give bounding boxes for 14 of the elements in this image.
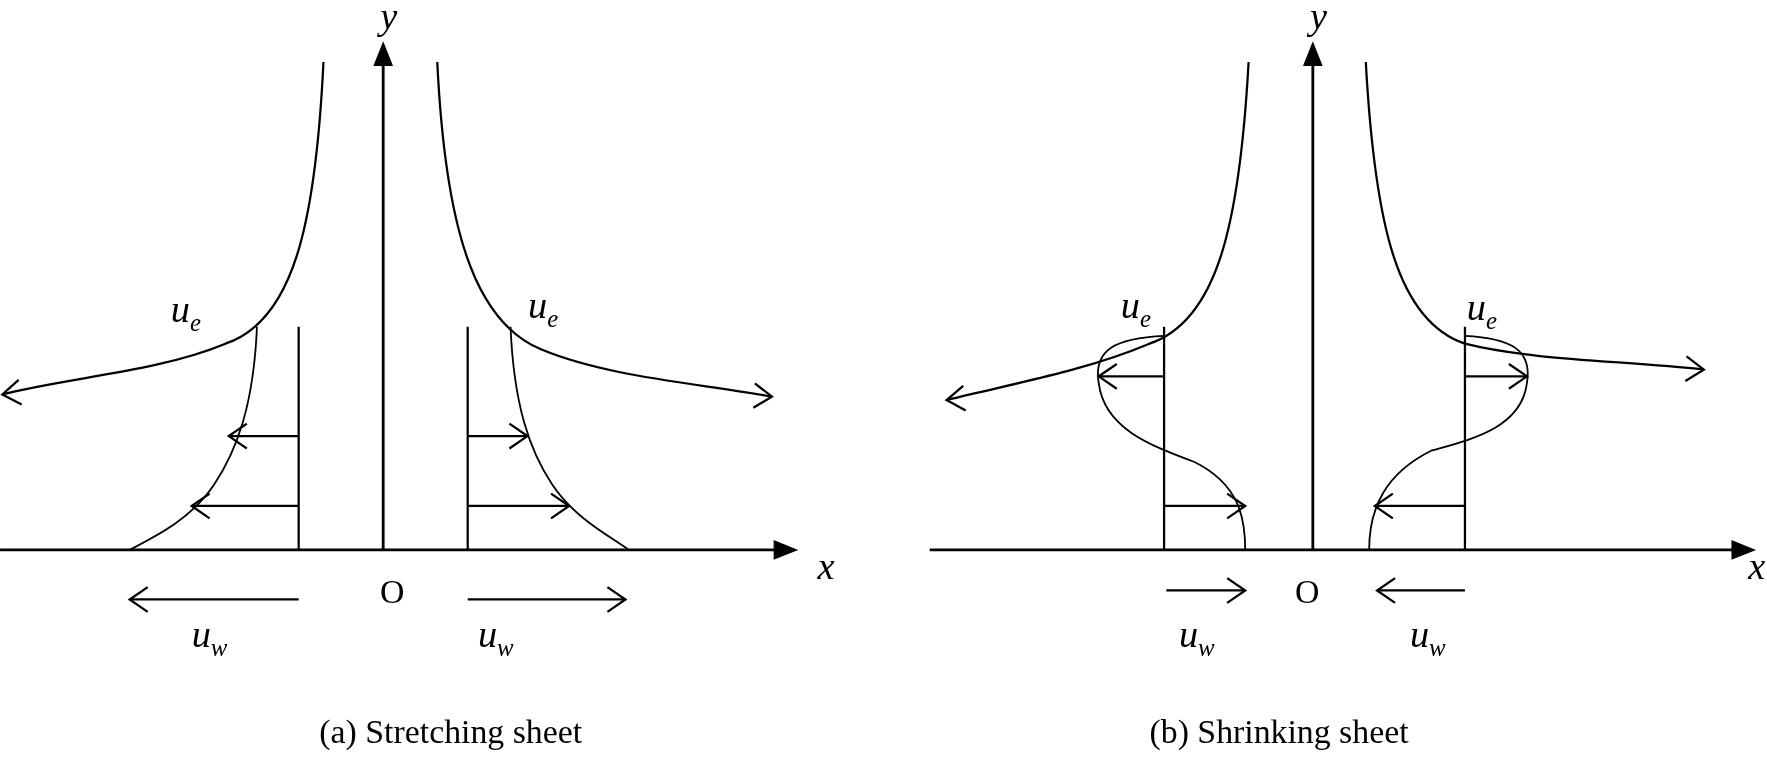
velocity-label: u$_{w}$	[1178, 615, 1215, 661]
velocity-label: u$_{e}$	[1120, 285, 1152, 332]
figure-caption: (a) Stretching sheet	[319, 715, 583, 750]
axis-label: x	[1748, 546, 1766, 585]
velocity-label: u$_{e}$	[528, 285, 559, 332]
velocity-label: u$_{e}$	[170, 290, 202, 337]
velocity-label: u$_{w}$	[191, 615, 228, 661]
axis-label: x	[817, 546, 835, 585]
origin-label: O	[379, 574, 405, 609]
velocity-label: u$_{w}$	[1409, 615, 1446, 661]
origin-label: O	[1295, 574, 1320, 609]
figure-caption: (b) Shrinking sheet	[1149, 715, 1409, 750]
velocity-label: u$_{w}$	[477, 615, 514, 661]
velocity-label: u$_{e}$	[1466, 288, 1497, 334]
